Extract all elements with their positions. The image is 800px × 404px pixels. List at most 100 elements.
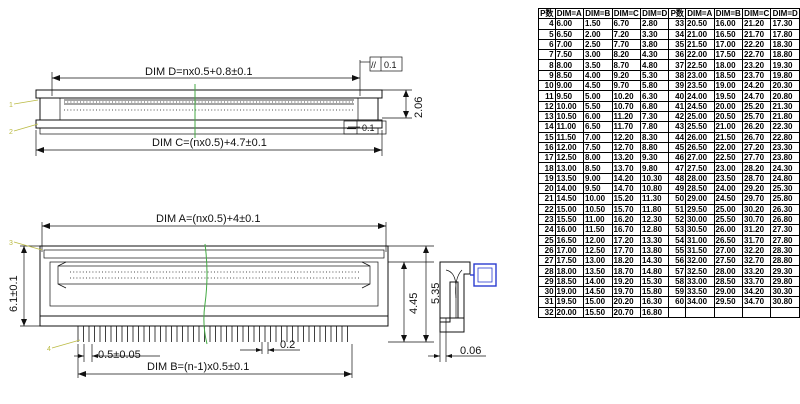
- table-cell: 13.80: [639, 244, 670, 257]
- table-cell: 29.50: [713, 296, 744, 308]
- table-cell: 24.50: [713, 193, 744, 205]
- table-cell: 7.30: [639, 110, 670, 123]
- table-cell: 32.00: [685, 255, 715, 267]
- table-cell: 32.50: [685, 265, 715, 277]
- table-cell: 8.00: [583, 152, 613, 164]
- table-cell: 26: [538, 244, 556, 257]
- table-cell: 28.50: [685, 183, 715, 195]
- table-cell: 26.00: [685, 131, 715, 143]
- table-cell: 18.80: [770, 49, 800, 61]
- table-cell: 6.30: [639, 90, 670, 102]
- table-cell: 34: [668, 28, 687, 40]
- height-445-label: 4.45: [408, 293, 420, 314]
- table-cell: 27.20: [741, 141, 772, 154]
- table-cell: 58: [668, 275, 687, 288]
- table-cell: 13.30: [639, 234, 670, 246]
- table-header-cell: DIM=A: [554, 7, 585, 20]
- table-cell: 52: [668, 213, 687, 226]
- table-header-cell: DIM=C: [741, 7, 772, 20]
- table-cell: 2.50: [583, 38, 613, 51]
- table-cell: 21.80: [770, 110, 800, 123]
- table-cell: 11.00: [554, 121, 585, 133]
- table-cell: 17.00: [554, 244, 585, 257]
- table-cell: 28.00: [685, 172, 715, 185]
- table-cell: 16.30: [639, 296, 670, 308]
- table-cell: 7.20: [611, 28, 642, 40]
- table-cell: 25.80: [770, 193, 800, 205]
- table-cell: 14.80: [639, 265, 670, 277]
- table-cell: 18.00: [713, 59, 744, 71]
- table-cell: 8.30: [639, 131, 670, 143]
- table-cell: 4.00: [583, 69, 613, 82]
- table-cell: 25.20: [741, 100, 772, 112]
- table-cell: 13.00: [583, 255, 613, 267]
- table-cell: 6.70: [611, 18, 642, 30]
- connector-drawing: DIM D=nx0.5+0.8±0.1 // 0.1 2.06: [8, 56, 497, 378]
- table-cell: 26.20: [741, 121, 772, 133]
- table-cell: 27.70: [741, 152, 772, 164]
- coplanarity-symbol: —: [347, 123, 356, 133]
- table-cell: 7.00: [554, 38, 585, 51]
- table-cell: 30.80: [770, 296, 800, 308]
- pin-width-label: 0.2: [280, 339, 295, 351]
- table-cell: 7.80: [639, 121, 670, 133]
- table-cell: 45: [668, 141, 687, 154]
- table-cell: 29.50: [685, 203, 715, 215]
- table-cell: 7: [538, 49, 556, 61]
- table-cell: 4.80: [639, 59, 670, 71]
- table-cell: 12.30: [639, 213, 670, 226]
- table-cell: 23.80: [770, 152, 800, 164]
- table-cell: 51: [668, 203, 687, 215]
- table-cell: 10.00: [583, 193, 613, 205]
- table-cell: 34.00: [685, 296, 715, 308]
- table-cell: 7.50: [554, 49, 585, 61]
- dim-b-label: DIM B=(n-1)x0.5±0.1: [147, 361, 249, 373]
- table-cell: 15.00: [583, 296, 613, 308]
- table-cell: 9.50: [554, 90, 585, 102]
- table-cell: 9.30: [639, 152, 670, 164]
- table-cell: 26.50: [685, 141, 715, 154]
- table-cell: 13.00: [554, 162, 585, 174]
- table-cell: 59: [668, 286, 687, 298]
- table-cell: 20.20: [611, 296, 642, 308]
- table-cell: 19.80: [770, 69, 800, 82]
- table-cell: 25.30: [770, 183, 800, 195]
- table-cell: 33.70: [741, 275, 772, 288]
- table-cell: 17.00: [713, 38, 744, 51]
- table-cell: 42: [668, 110, 687, 123]
- table-cell: 20.00: [554, 306, 585, 318]
- table-cell: 14.50: [554, 193, 585, 205]
- table-cell: 2.80: [639, 18, 670, 30]
- table-cell: 26.30: [770, 203, 800, 215]
- table-cell: 24.80: [770, 172, 800, 185]
- table-cell: 22.00: [713, 141, 744, 154]
- table-cell: 11.70: [611, 121, 642, 133]
- table-cell: 4.50: [583, 80, 613, 92]
- table-cell: 5: [538, 28, 556, 40]
- table-cell: 8.50: [583, 162, 613, 174]
- table-cell: 1.50: [583, 18, 613, 30]
- table-cell: 5.50: [583, 100, 613, 112]
- table-cell: 31: [538, 296, 556, 308]
- table-cell: 20.70: [611, 306, 642, 318]
- table-cell: 14.70: [611, 183, 642, 195]
- table-cell: 30.50: [685, 224, 715, 236]
- table-cell: 22.00: [685, 49, 715, 61]
- table-cell: 60: [668, 296, 687, 308]
- table-cell: 11.00: [583, 213, 613, 226]
- table-cell: 23.30: [770, 141, 800, 154]
- table-cell: 13.20: [611, 152, 642, 164]
- table-cell: 15.80: [639, 286, 670, 298]
- table-cell: 31.70: [741, 234, 772, 246]
- table-cell: 9.70: [611, 80, 642, 92]
- top-pin-comb: [64, 99, 354, 111]
- table-cell: 18.50: [713, 69, 744, 82]
- table-cell: 12.00: [554, 141, 585, 154]
- table-cell: 25.00: [713, 203, 744, 215]
